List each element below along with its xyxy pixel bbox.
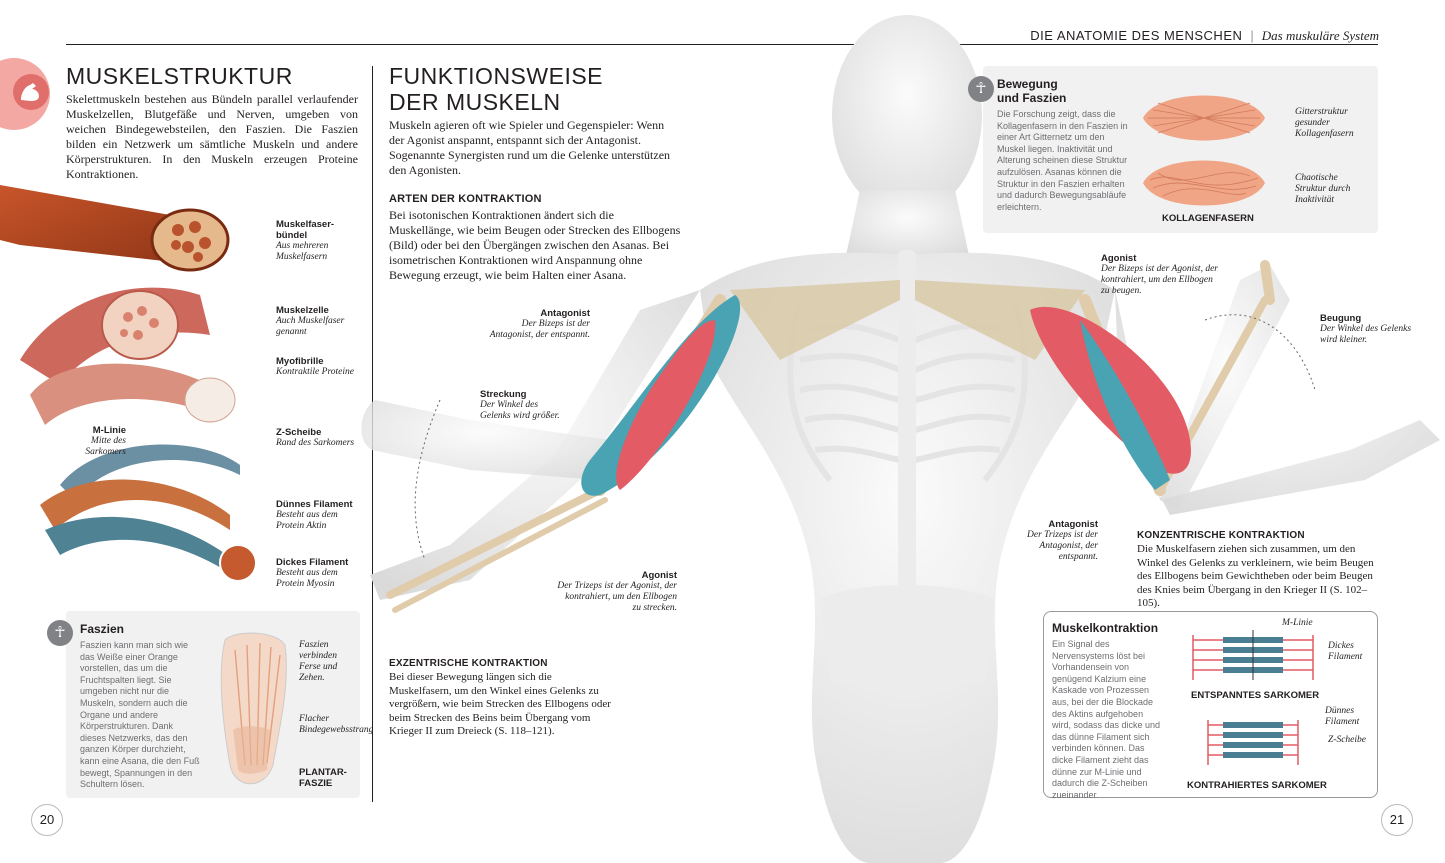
arm-left-agonist: Agonist Der Trizeps ist der Agonist, der… bbox=[557, 570, 677, 613]
faszien-title: Faszien bbox=[80, 622, 125, 636]
arm-left-streckung: Streckung Der Winkel des Gelenks wird gr… bbox=[480, 389, 560, 421]
bewegung-caption: KOLLAGENFASERN bbox=[1162, 213, 1254, 224]
sarcomere-illustration bbox=[1192, 630, 1314, 765]
fiber-label-1: Muskelzelle Auch Muskelfaser genannt bbox=[276, 305, 345, 337]
page-number-left: 20 bbox=[31, 804, 63, 836]
muskelstruktur-body: Skelettmuskeln bestehen aus Bündeln para… bbox=[66, 92, 358, 181]
bewegung-box bbox=[983, 66, 1378, 233]
muscle-fiber-illustration bbox=[0, 185, 257, 582]
arm-right-agonist: Agonist Der Bizeps ist der Agonist, der … bbox=[1101, 253, 1218, 296]
muskelkontraktion-body: Ein Signal des Nervensystems löst bei Vo… bbox=[1052, 639, 1161, 800]
exz-body: Bei dieser Bewegung längen sich die Musk… bbox=[389, 671, 611, 737]
mlinie-label: M-Linie Mitte des Sarkomers bbox=[85, 425, 126, 457]
bewegung-label1: Gitterstruktur gesunder Kollagenfasern bbox=[1295, 107, 1354, 139]
mk-kontrahiert: KONTRAHIERTES SARKOMER bbox=[1187, 780, 1327, 791]
exz-title: EXZENTRISCHE KONTRAKTION bbox=[389, 658, 548, 669]
mk-zscheibe: Z-Scheibe bbox=[1328, 735, 1366, 745]
meditation-icon-2: ☥ bbox=[968, 76, 994, 102]
fiber-label-5: Dickes Filament Besteht aus dem Protein … bbox=[276, 557, 349, 589]
header-separator: | bbox=[1250, 28, 1254, 43]
header-rule bbox=[66, 44, 1378, 45]
bewegung-label2: Chaotische Struktur durch Inaktivität bbox=[1295, 173, 1351, 205]
page-number-right: 21 bbox=[1381, 804, 1413, 836]
mk-entspannt: ENTSPANNTES SARKOMER bbox=[1191, 690, 1320, 701]
bewegung-title: Bewegung und Faszien bbox=[997, 77, 1067, 105]
fiber-label-3: Z-Scheibe Rand des Sarkomers bbox=[276, 427, 355, 448]
konz-body: Die Muskelfasern ziehen sich zusammen, u… bbox=[1137, 543, 1374, 609]
muskelkontraktion-box bbox=[1043, 611, 1378, 798]
fiber-label-2: Myofibrille Kontraktile Proteine bbox=[276, 356, 355, 377]
konz-title: KONZENTRISCHE KONTRAKTION bbox=[1137, 530, 1305, 541]
mk-dickes: Dickes Filament bbox=[1328, 641, 1363, 662]
mk-mlinie: M-Linie bbox=[1282, 618, 1313, 628]
muskelkontraktion-title: Muskelkontraktion bbox=[1052, 621, 1159, 635]
header-subtitle: Das muskuläre System bbox=[1261, 28, 1379, 43]
faszien-label1: Faszien verbinden Ferse und Zehen. bbox=[299, 640, 338, 683]
fiber-label-4: Dünnes Filament Besteht aus dem Protein … bbox=[276, 499, 353, 531]
arten-body: Bei isotonischen Kontraktionen ändert si… bbox=[389, 208, 681, 282]
bewegung-body: Die Forschung zeigt, dass die Kollagenfa… bbox=[997, 109, 1128, 212]
arm-right-beugung: Beugung Der Winkel des Gelenks wird klei… bbox=[1320, 313, 1412, 345]
faszien-label2: Flacher Bindegewebsstrang bbox=[299, 714, 374, 735]
arm-left-antagonist: Antagonist Der Bizeps ist der Antagonist… bbox=[489, 308, 590, 340]
fiber-label-0: Muskelfaser-bündel Aus mehreren Muskelfa… bbox=[276, 219, 335, 262]
faszien-body: Faszien kann man sich wie das Weiße eine… bbox=[80, 640, 200, 790]
muscle-arm-icon bbox=[21, 83, 39, 101]
running-header: DIE ANATOMIE DES MENSCHEN | Das muskulär… bbox=[1030, 27, 1379, 45]
kollagen-illustration bbox=[1143, 95, 1265, 206]
faszien-box bbox=[66, 611, 360, 798]
header-title: DIE ANATOMIE DES MENSCHEN bbox=[1030, 28, 1243, 43]
arm-right-antagonist: Antagonist Der Trizeps ist der Antagonis… bbox=[1027, 519, 1098, 562]
arten-title: ARTEN DER KONTRAKTION bbox=[389, 193, 542, 205]
meditation-icon: ☥ bbox=[47, 620, 73, 646]
funktion-title: FUNKTIONSWEISE DER MUSKELN bbox=[389, 63, 604, 115]
faszien-caption: PLANTAR-FASZIE bbox=[299, 767, 347, 789]
funktion-body: Muskeln agieren oft wie Spieler und Gege… bbox=[389, 118, 671, 177]
muskelstruktur-title: MUSKELSTRUKTUR bbox=[66, 63, 293, 89]
mk-duennes: Dünnes Filament bbox=[1325, 706, 1360, 727]
foot-illustration bbox=[220, 632, 287, 785]
human-figure-illustration bbox=[361, 15, 1440, 863]
